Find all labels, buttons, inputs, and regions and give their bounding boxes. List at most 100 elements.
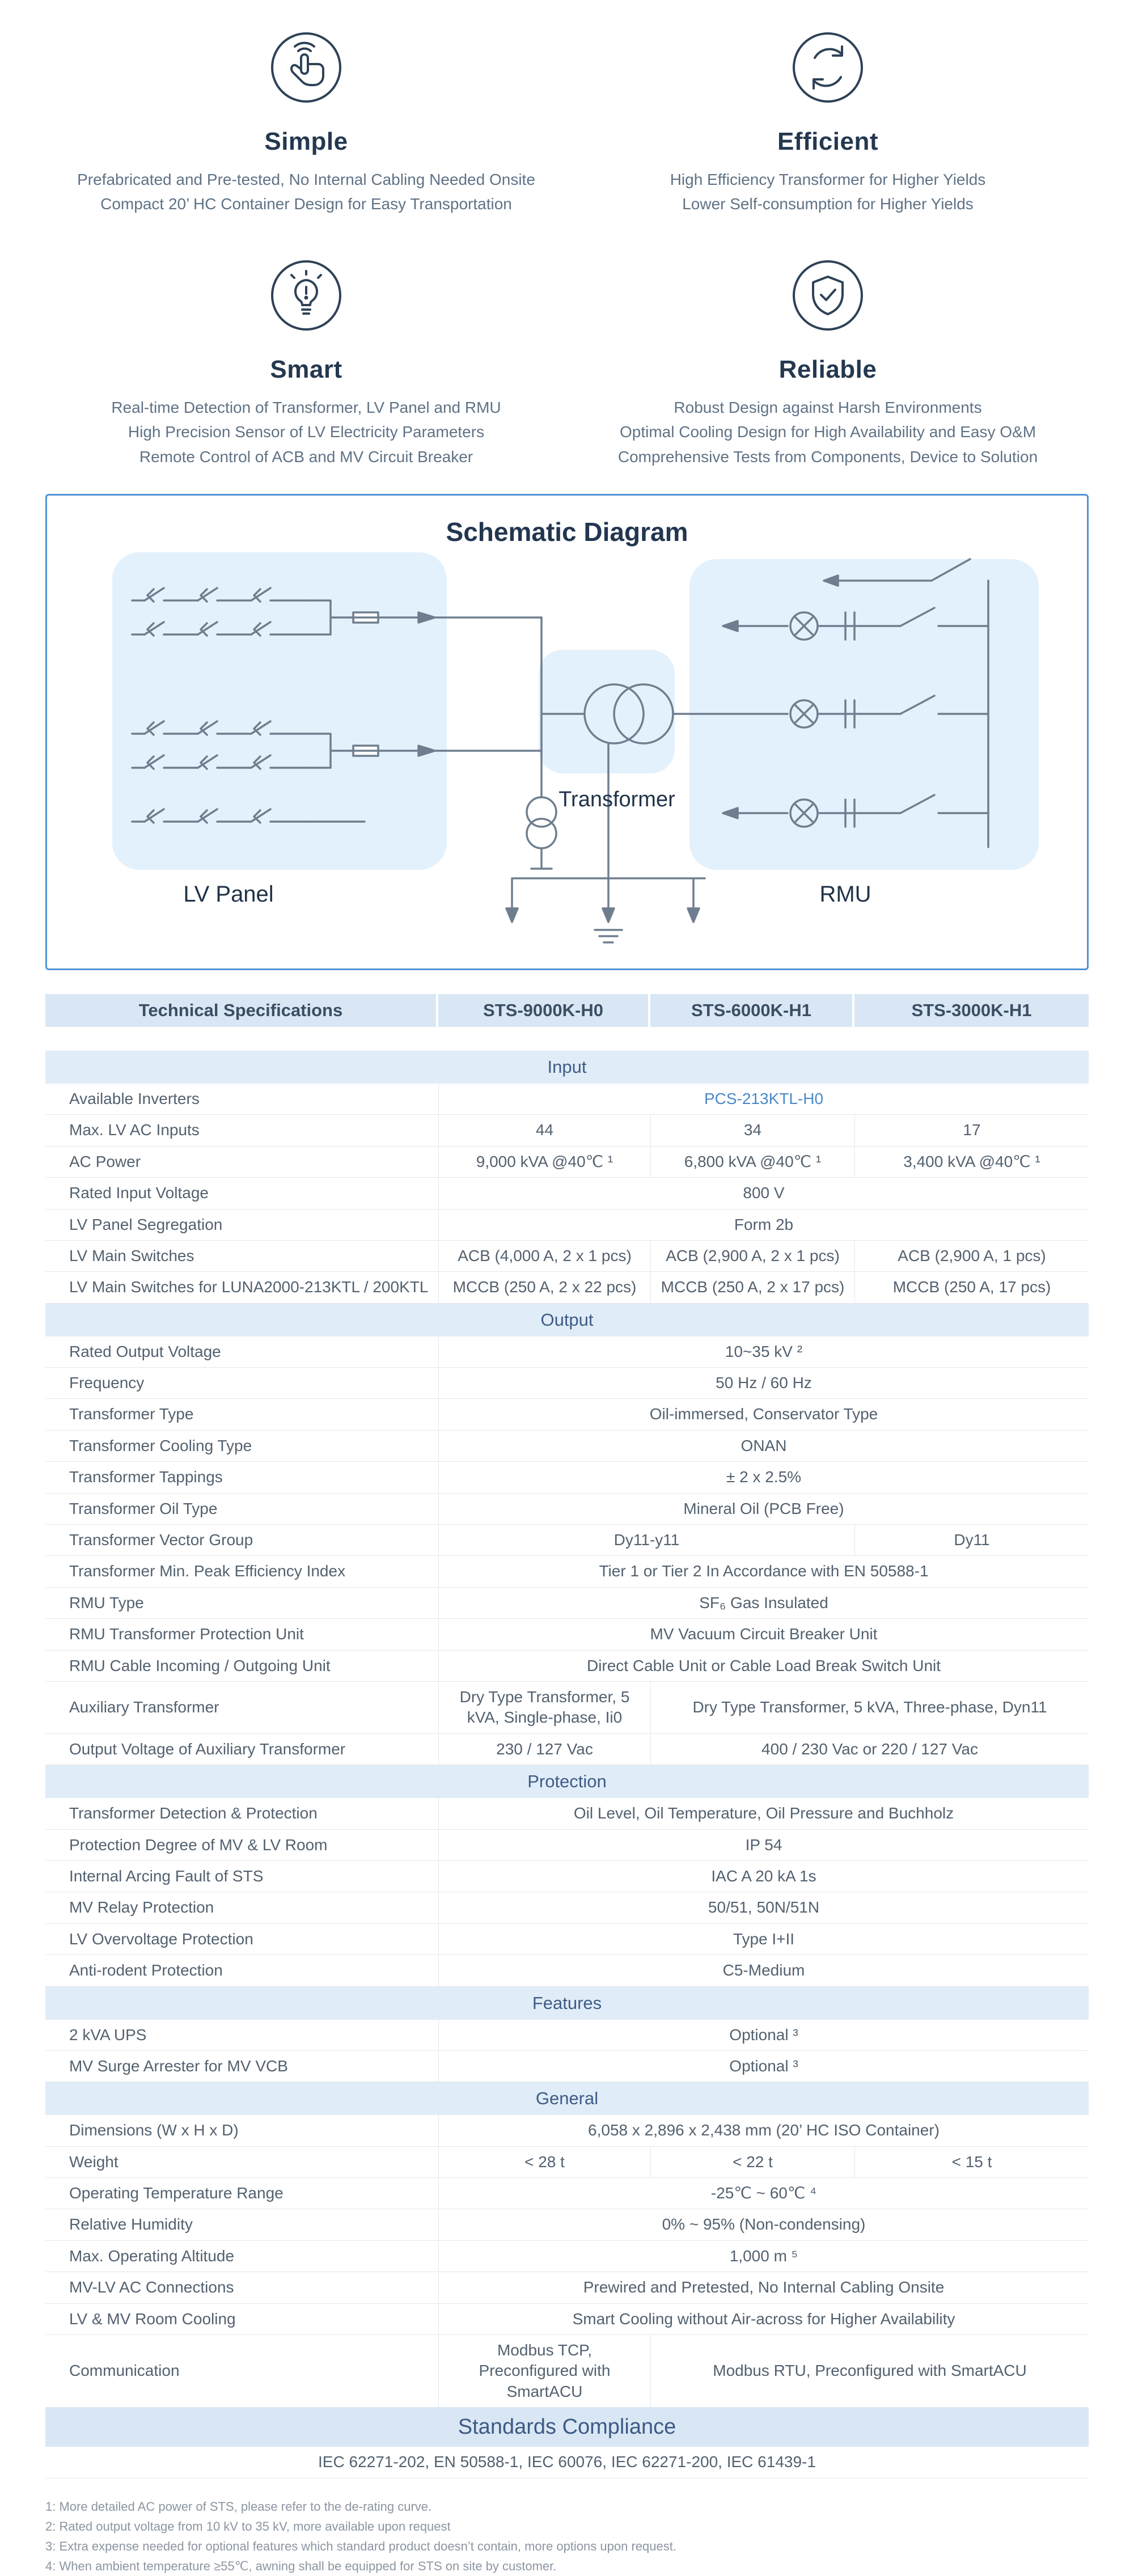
shield-icon — [793, 260, 863, 331]
row-value: 44 — [438, 1115, 650, 1146]
table-row: Transformer Oil Type Mineral Oil (PCB Fre… — [45, 1493, 1089, 1525]
section-header-input: Input — [45, 1050, 1089, 1084]
transformer-symbol — [583, 683, 645, 745]
row-label: Transformer Min. Peak Efficiency Index — [69, 1562, 346, 1580]
row-label: Max. LV AC Inputs — [69, 1121, 200, 1139]
row-label: Transformer Cooling Type — [69, 1436, 252, 1454]
row-value: Tier 1 or Tier 2 In Accordance with EN 5… — [438, 1556, 1089, 1587]
row-label: RMU Transformer Protection Unit — [69, 1625, 304, 1643]
feature-line: Lower Self-consumption for Higher Yields — [682, 195, 974, 213]
rmu-label: RMU — [819, 882, 871, 907]
aux-transformer-symbol — [526, 796, 557, 828]
feature-line: Robust Design against Harsh Environments — [674, 398, 982, 416]
section-header-features: Features — [45, 1986, 1089, 2020]
surge-arrester-symbol — [505, 907, 519, 923]
table-row: MV Surge Arrester for MV VCB Optional ³ — [45, 2050, 1089, 2083]
spec-table: Technical Specifications STS-9000K-H0 ST… — [45, 993, 1089, 2478]
feature-card-efficient: Efficient High Efficiency Transformer fo… — [567, 29, 1089, 217]
row-label: Rated Input Voltage — [69, 1184, 209, 1202]
footnote-1: 1: More detailed AC power of STS, please… — [45, 2499, 432, 2514]
table-row: Transformer Min. Peak Efficiency Index Ti… — [45, 1556, 1089, 1588]
row-value: Direct Cable Unit or Cable Load Break Sw… — [438, 1650, 1089, 1681]
footnotes: 1: More detailed AC power of STS, please… — [45, 2497, 1089, 2576]
row-value: 17 — [854, 1115, 1089, 1146]
table-row: Internal Arcing Fault of STS IAC A 20 kA … — [45, 1860, 1089, 1893]
spec-table-header: Technical Specifications STS-9000K-H0 ST… — [45, 993, 1089, 1027]
table-row: Dimensions (W x H x D)6,058 x 2,896 x 2,… — [45, 2115, 1089, 2147]
row-label: Transformer Type — [69, 1405, 194, 1423]
spec-col-model-3: STS-3000K-H1 — [854, 993, 1089, 1027]
row-value: MCCB (250 A, 2 x 17 pcs) — [650, 1272, 854, 1303]
schematic-title: Schematic Diagram — [446, 517, 688, 547]
row-label: Transformer Vector Group — [69, 1531, 253, 1549]
table-row: Weight< 28 t< 22 t< 15 t — [45, 2146, 1089, 2179]
aux-transformer-symbol — [526, 818, 557, 849]
footnote-3: 3: Extra expense needed for optional fea… — [45, 2539, 676, 2553]
ground-symbol — [594, 929, 623, 944]
row-value: Optional ³ — [438, 2050, 1089, 2082]
table-row: Transformer Cooling Type ONAN — [45, 1430, 1089, 1462]
row-value: IP 54 — [438, 1829, 1089, 1860]
feature-line: Comprehensive Tests from Components, Dev… — [617, 447, 1038, 466]
row-value: MCCB (250 A, 17 pcs) — [854, 1272, 1089, 1303]
row-value: Type I+II — [438, 1923, 1089, 1955]
row-label: Operating Temperature Range — [69, 2184, 284, 2202]
row-value: MV Vacuum Circuit Breaker Unit — [438, 1619, 1089, 1650]
row-value[interactable]: PCS-213KTL-H0 — [438, 1083, 1089, 1115]
table-row: Available Inverters PCS-213KTL-H0 — [45, 1083, 1089, 1115]
cycle-icon — [793, 32, 863, 103]
feature-title: Simple — [264, 128, 348, 155]
row-value: < 22 t — [650, 2146, 854, 2178]
row-label: LV Main Switches for LUNA2000-213KTL / 2… — [69, 1278, 429, 1296]
tap-icon — [271, 32, 341, 103]
row-value: Dry Type Transformer, 5 kVA, Single-phas… — [438, 1681, 650, 1733]
row-value: IAC A 20 kA 1s — [438, 1860, 1089, 1892]
row-label: Available Inverters — [69, 1089, 200, 1107]
row-value: Mineral Oil (PCB Free) — [438, 1493, 1089, 1525]
row-label: Protection Degree of MV & LV Room — [69, 1835, 328, 1854]
table-row: IEC 62271-202, EN 50588-1, IEC 60076, IE… — [45, 2447, 1089, 2478]
row-value: 400 / 230 Vac or 220 / 127 Vac — [650, 1733, 1089, 1765]
row-value: 9,000 kVA @40℃ ¹ — [438, 1146, 650, 1178]
row-label: Rated Output Voltage — [69, 1342, 221, 1360]
row-value: 10~35 kV ² — [438, 1336, 1089, 1368]
row-value: 800 V — [438, 1178, 1089, 1209]
row-label: MV Surge Arrester for MV VCB — [69, 2057, 288, 2075]
row-value: SF₆ Gas Insulated — [438, 1587, 1089, 1619]
row-label: Internal Arcing Fault of STS — [69, 1867, 264, 1885]
row-value: C5-Medium — [438, 1955, 1089, 1986]
row-label: Frequency — [69, 1374, 145, 1392]
row-value: 1,000 m ⁵ — [438, 2240, 1089, 2272]
table-row: RMU Transformer Protection Unit MV Vacuum… — [45, 1619, 1089, 1651]
row-label: LV Panel Segregation — [69, 1215, 223, 1233]
feature-title: Smart — [270, 355, 342, 383]
row-value: ONAN — [438, 1430, 1089, 1462]
feature-line: High Efficiency Transformer for Higher Y… — [670, 171, 986, 188]
row-value: 0% ~ 95% (Non-condensing) — [438, 2209, 1089, 2240]
footnote-2: 2: Rated output voltage from 10 kV to 35… — [45, 2519, 451, 2533]
row-value: MCCB (250 A, 2 x 22 pcs) — [438, 1272, 650, 1303]
row-value: Modbus RTU, Preconfigured with SmartACU — [650, 2335, 1089, 2408]
row-label: Transformer Oil Type — [69, 1499, 218, 1517]
bulb-icon — [271, 260, 341, 331]
row-value: Dry Type Transformer, 5 kVA, Three-phase… — [650, 1681, 1089, 1733]
feature-line: Real-time Detection of Transformer, LV P… — [111, 398, 501, 416]
section-header-general: General — [45, 2082, 1089, 2116]
feature-line: Remote Control of ACB and MV Circuit Bre… — [139, 447, 473, 466]
feature-highlights: Simple Prefabricated and Pre-tested, No … — [0, 0, 1134, 469]
schematic-diagram: Schematic Diagram LV Panel Transformer R… — [45, 493, 1089, 970]
spec-col-model-1: STS-9000K-H0 — [438, 993, 650, 1027]
